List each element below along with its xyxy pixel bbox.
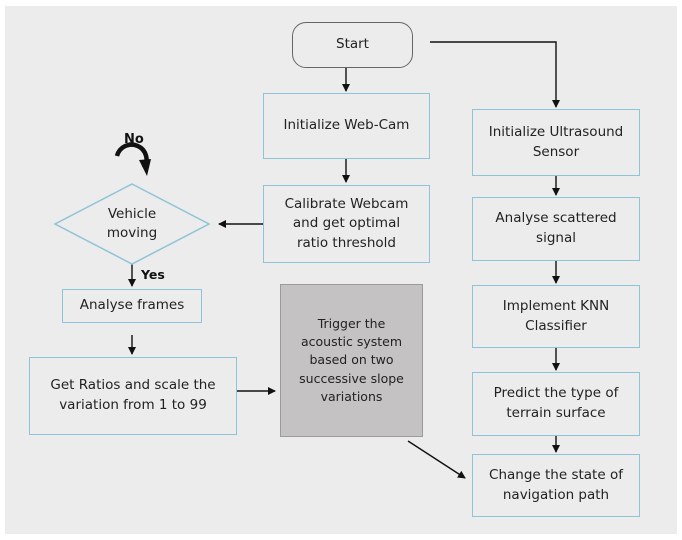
calibrate-node: Calibrate Webcam and get optimal ratio t… xyxy=(263,185,430,263)
start-node: Start xyxy=(292,22,413,68)
init-ultrasound-node: Initialize Ultrasound Sensor xyxy=(472,109,640,176)
init-webcam-node: Initialize Web-Cam xyxy=(263,93,430,159)
get-ratios-line-1: Get Ratios and scale the xyxy=(50,377,216,394)
start-label: Start xyxy=(336,36,369,53)
init-webcam-label: Initialize Web-Cam xyxy=(283,117,410,134)
calibrate-line-2: and get optimal xyxy=(292,215,401,232)
change-state-node: Change the state of navigation path xyxy=(472,454,640,517)
calibrate-line-3: ratio threshold xyxy=(296,234,396,251)
get-ratios-line-2: variation from 1 to 99 xyxy=(59,397,207,413)
trigger-node: Trigger the acoustic system based on two… xyxy=(280,284,423,437)
vehicle-moving-label: Vehicle moving xyxy=(81,205,183,243)
vehicle-moving-diamond xyxy=(53,183,211,265)
loop-icon xyxy=(114,142,151,176)
analyse-frames-node: Analyse frames xyxy=(62,289,202,323)
calibrate-line-1: Calibrate Webcam xyxy=(284,195,409,212)
trigger-line-5: variations xyxy=(320,388,383,404)
arrow-start-to-ultrasound xyxy=(430,41,560,108)
analyse-signal-line-2: signal xyxy=(536,230,576,246)
connector-layer xyxy=(53,41,560,479)
init-ultrasound-line-1: Initialize Ultrasound xyxy=(488,123,624,140)
init-ultrasound-line-2: Sensor xyxy=(532,143,580,160)
trigger-line-1: Trigger the xyxy=(317,316,386,332)
flowchart-canvas: No Yes Start Initialize Web-Cam Calibrat… xyxy=(5,6,677,534)
predict-line-1: Predict the type of xyxy=(493,385,619,402)
predict-line-2: terrain surface xyxy=(506,405,606,421)
trigger-line-3: based on two xyxy=(309,352,394,368)
arrow-trigger-to-change xyxy=(407,440,466,479)
knn-line-2: Classifier xyxy=(525,317,587,334)
analyse-signal-node: Analyse scattered signal xyxy=(472,197,640,261)
change-state-line-2: navigation path xyxy=(502,486,610,503)
knn-node: Implement KNN Classifier xyxy=(472,285,640,348)
no-label: No xyxy=(124,132,144,147)
analyse-frames-label: Analyse frames xyxy=(79,297,185,314)
predict-node: Predict the type of terrain surface xyxy=(472,372,640,436)
change-state-line-1: Change the state of xyxy=(489,466,623,483)
analyse-signal-line-1: Analyse scattered xyxy=(495,210,617,227)
vehicle-moving-line-2: moving xyxy=(106,225,158,241)
vehicle-moving-line-1: Vehicle xyxy=(107,206,157,222)
yes-label: Yes xyxy=(141,267,165,282)
get-ratios-node: Get Ratios and scale the variation from … xyxy=(29,357,237,435)
trigger-line-4: successive slope xyxy=(299,370,404,386)
trigger-line-2: acoustic system xyxy=(300,334,403,350)
knn-line-1: Implement KNN xyxy=(502,297,610,314)
